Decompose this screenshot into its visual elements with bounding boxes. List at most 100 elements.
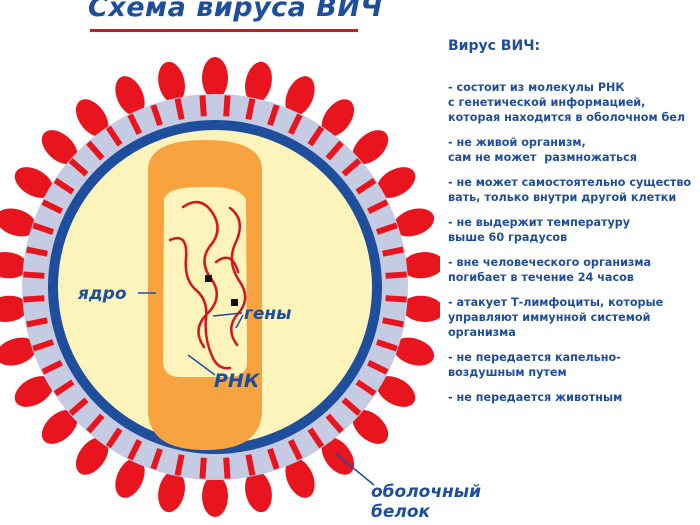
envelope-stripe xyxy=(375,339,398,352)
spike xyxy=(14,167,54,198)
envelope-stripe xyxy=(367,199,389,215)
envelope-stripe xyxy=(307,125,325,147)
spike xyxy=(0,337,37,366)
envelope-stripe xyxy=(341,158,362,177)
envelope-stripe xyxy=(385,295,407,303)
rna-strands xyxy=(168,200,247,370)
envelope-stripes xyxy=(23,95,407,479)
spike xyxy=(41,409,78,444)
envelope-stripe xyxy=(267,447,280,470)
info-panel: Вирус ВИЧ: - состоит из молекулы РНК с г… xyxy=(448,38,700,415)
envelope-stripe xyxy=(223,457,231,479)
spike xyxy=(401,295,440,322)
envelope-stripe xyxy=(267,104,280,127)
fact-item: - состоит из молекулы РНК с генетической… xyxy=(448,81,686,124)
envelope-stripe xyxy=(53,177,75,195)
hiv-virus-diagram xyxy=(0,57,440,517)
envelope-stripe xyxy=(199,457,207,479)
genes-label: гены xyxy=(244,304,292,324)
envelope-stripe xyxy=(325,413,344,434)
envelope-stripe xyxy=(174,454,185,476)
fact-item: - вне человеческого организма погибает в… xyxy=(448,256,652,284)
fact-item: - не может самостоятельно существо вать,… xyxy=(448,176,692,204)
envelope-stripe xyxy=(307,427,325,449)
envelope-stripe xyxy=(32,222,55,235)
envelope-stripe xyxy=(86,413,105,434)
envelope-stripe xyxy=(105,125,123,147)
envelope-stripe xyxy=(382,246,404,257)
rna-leader xyxy=(187,354,216,376)
envelope-stripe xyxy=(68,397,89,416)
spike xyxy=(376,376,416,407)
fact-item: - атакует Т-лимфоциты, которые управляют… xyxy=(448,296,664,339)
genes-leader-2 xyxy=(235,314,244,329)
spike xyxy=(75,99,109,137)
envelope-stripe xyxy=(150,104,163,127)
spike xyxy=(0,252,29,279)
spike xyxy=(202,475,228,517)
envelope-stripe xyxy=(23,271,45,279)
envelope-stripe xyxy=(287,439,303,461)
gene-marker-1 xyxy=(205,275,212,282)
fact-item: - не передается капельно- воздушным путе… xyxy=(448,351,621,379)
spike xyxy=(393,208,435,237)
fact-item: - не выдержит температуру выше 60 градус… xyxy=(448,216,631,244)
rna-label: РНК xyxy=(214,370,260,392)
fact-list: - состоит из молекулы РНК с генетической… xyxy=(448,80,700,405)
envelope-stripe xyxy=(325,140,344,161)
gene-marker-2 xyxy=(231,299,238,306)
rna-strand-2 xyxy=(228,206,247,347)
spike xyxy=(321,99,355,137)
spike xyxy=(41,130,78,165)
envelope-stripe xyxy=(32,339,55,352)
spike xyxy=(285,458,315,498)
spike xyxy=(115,458,145,498)
envelope-stripe xyxy=(127,439,143,461)
rna-strand-1 xyxy=(181,200,219,349)
spike xyxy=(393,337,435,366)
envelope-stripe xyxy=(23,295,45,303)
spike xyxy=(158,470,185,513)
spike xyxy=(245,470,272,513)
envelope-stripe xyxy=(287,113,303,135)
envelope-stripe xyxy=(341,397,362,416)
envelope-stripe xyxy=(174,98,185,120)
envelope-stripe xyxy=(127,113,143,135)
protein-leader xyxy=(334,452,375,486)
rna-strand-4 xyxy=(214,256,240,274)
diagram-title: Схема вируса ВИЧ xyxy=(88,0,383,23)
genes-leader-1 xyxy=(212,312,243,317)
envelope-stripe xyxy=(223,95,231,117)
spike xyxy=(352,409,389,444)
spike xyxy=(0,208,37,237)
envelope-stripe xyxy=(26,317,48,328)
spike xyxy=(158,61,185,104)
spike xyxy=(115,76,145,116)
fact-item: - не передается животным xyxy=(448,391,623,404)
envelope-stripe xyxy=(355,177,377,195)
envelope-stripe xyxy=(150,447,163,470)
spike xyxy=(202,57,228,99)
spike xyxy=(245,61,272,104)
envelope-protein-label: оболочный белок xyxy=(371,482,482,522)
title-underline xyxy=(90,29,358,32)
spike xyxy=(0,295,29,322)
rna-strand-3 xyxy=(168,236,232,370)
envelope-stripe xyxy=(26,246,48,257)
outer-spikes xyxy=(0,57,440,517)
envelope-stripe xyxy=(68,158,89,177)
envelope-stripe xyxy=(382,317,404,328)
spike xyxy=(75,437,109,475)
envelope-stripe xyxy=(355,379,377,397)
envelope-stripe xyxy=(105,427,123,449)
envelope-stripe xyxy=(367,359,389,375)
spike xyxy=(401,252,440,279)
spike xyxy=(14,376,54,407)
info-heading: Вирус ВИЧ: xyxy=(448,38,541,54)
envelope-stripe xyxy=(385,271,407,279)
spike xyxy=(285,76,315,116)
envelope-stripe xyxy=(41,359,63,375)
leader-lines xyxy=(138,292,375,486)
envelope-stripe xyxy=(41,199,63,215)
fact-item: - не живой организм, сам не может размно… xyxy=(448,136,637,164)
